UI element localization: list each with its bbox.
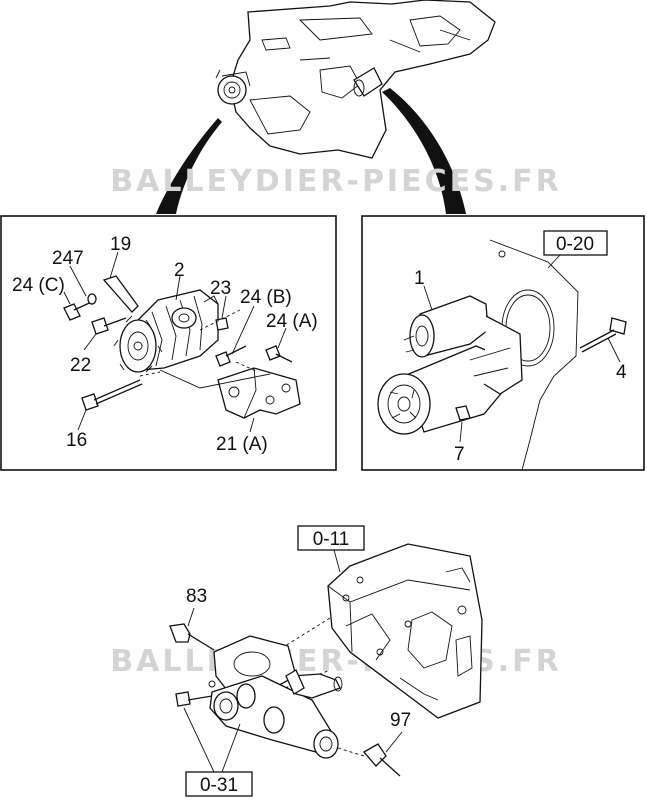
nut-7: [455, 405, 471, 421]
callout-24b: 24 (B): [240, 287, 292, 308]
callout-21a: 21 (A): [216, 434, 268, 455]
bracket-21a: [217, 367, 301, 419]
callout-24c: 24 (C): [12, 275, 65, 296]
starter-motor: [377, 295, 523, 435]
overview-alternator: [215, 69, 251, 105]
bolt-24b: [215, 345, 247, 367]
thermostat-housing: [208, 635, 343, 759]
bolt-24a: [265, 345, 293, 363]
reference-0-11: 0-11: [313, 529, 350, 550]
leader-pointer-right: [382, 88, 466, 214]
sensor-83: [169, 607, 215, 651]
callout-19: 19: [110, 234, 131, 255]
alternator-panel: 247 19 2 24 (C) 23 24 (B) 24 (A) 22 16 2…: [0, 215, 337, 471]
housing-bolt: [175, 691, 213, 707]
leader-pointer-left: [156, 118, 222, 214]
watermark-bottom: BALLEYDIER-PIECES.FR: [110, 644, 561, 679]
engine-overview: [156, 0, 496, 214]
callout-97: 97: [390, 710, 411, 731]
cylinder-head-section: 0-11: [169, 525, 483, 797]
bolt-16: [81, 379, 143, 411]
callout-83: 83: [186, 586, 207, 607]
sensor-97: [337, 731, 403, 777]
callout-247: 247: [52, 248, 84, 269]
overview-starter: [353, 67, 383, 97]
callout-4: 4: [616, 362, 627, 383]
reference-0-20: 0-20: [556, 234, 594, 255]
nut-23: [215, 317, 229, 331]
callout-7: 7: [454, 444, 465, 465]
starter-panel: 0-20 1 4 7: [361, 215, 645, 471]
bolt-4: [579, 317, 627, 353]
reference-0-31: 0-31: [200, 775, 238, 796]
callout-1: 1: [414, 268, 425, 289]
alternator: [113, 289, 219, 373]
callout-23: 23: [210, 278, 231, 299]
callout-24a: 24 (A): [266, 311, 318, 332]
callout-22: 22: [70, 355, 91, 376]
bolt-22: [91, 317, 127, 335]
adjusting-strap: [102, 275, 139, 313]
callout-2: 2: [174, 260, 185, 281]
cylinder-head: [327, 543, 483, 719]
washer-247: [87, 293, 97, 305]
callout-16: 16: [66, 430, 87, 451]
watermark-top: BALLEYDIER-PIECES.FR: [110, 164, 561, 199]
